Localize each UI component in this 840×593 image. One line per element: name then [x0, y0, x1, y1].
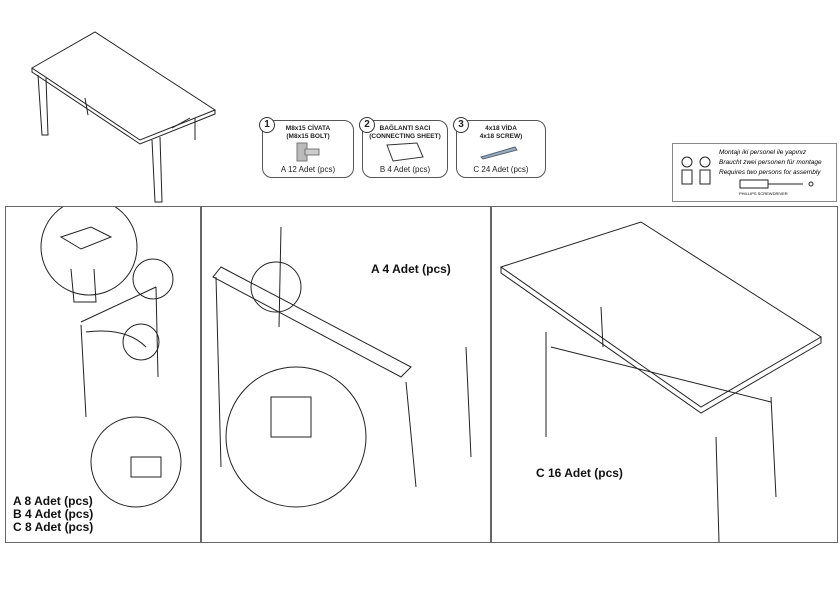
screw-icon	[480, 146, 518, 160]
bolt-icon	[296, 142, 320, 162]
part-connecting-sheet: 2 BAĞLANTI SACI(CONNECTING SHEET) B 4 Ad…	[359, 117, 448, 178]
step-2-drawing	[212, 226, 472, 508]
screwdriver-icon	[739, 179, 814, 189]
step-2-panel: A 4 Adet (pcs)	[200, 206, 492, 543]
step-1-panel: A 8 Adet (pcs)B 4 Adet (pcs)C 8 Adet (pc…	[5, 206, 202, 543]
part-number: 3	[453, 117, 469, 133]
step-1-drawing	[40, 207, 182, 508]
part-number: 2	[359, 117, 375, 133]
part-title-en: 4x18 SCREW)	[479, 133, 523, 140]
note-german: Braucht zwei personen für montage	[719, 159, 822, 166]
plate-icon	[386, 142, 424, 162]
step-1-qty-a: A 8 Adet (pcs)	[13, 494, 93, 508]
step-1-qty-b: B 4 Adet (pcs)	[13, 507, 94, 521]
part-quantity: A 12 Adet (pcs)	[280, 165, 336, 174]
part-quantity: C 24 Adet (pcs)	[473, 165, 529, 174]
part-title-en: (M8x15 BOLT)	[286, 133, 330, 140]
two-persons-icon	[681, 156, 711, 185]
note-english: Requires two persons for assembly	[719, 169, 821, 176]
tool-label: PHILLIPS SCREWDRIVER	[739, 191, 788, 196]
step-3-qty-c: C 16 Adet (pcs)	[536, 466, 623, 480]
part-quantity: B 4 Adet (pcs)	[379, 165, 431, 174]
part-title: M8x15 CİVATA	[285, 125, 331, 132]
assembly-note: Montajı iki personel ile yapınız Braucht…	[672, 143, 837, 202]
part-title: 4x18 VİDA	[485, 125, 517, 132]
step-3-drawing	[499, 221, 822, 542]
step-3-panel: C 16 Adet (pcs)	[490, 206, 838, 543]
part-title-en: (CONNECTING SHEET)	[369, 133, 441, 140]
note-turkish: Montajı iki personel ile yapınız	[719, 149, 807, 156]
step-2-qty-a: A 4 Adet (pcs)	[371, 262, 451, 276]
part-number: 1	[259, 117, 275, 133]
step-1-qty-c: C 8 Adet (pcs)	[13, 520, 94, 534]
part-title: BAĞLANTI SACI	[379, 125, 431, 132]
part-bolt: 1 M8x15 CİVATA(M8x15 BOLT) A 12 Adet (pc…	[259, 117, 354, 178]
